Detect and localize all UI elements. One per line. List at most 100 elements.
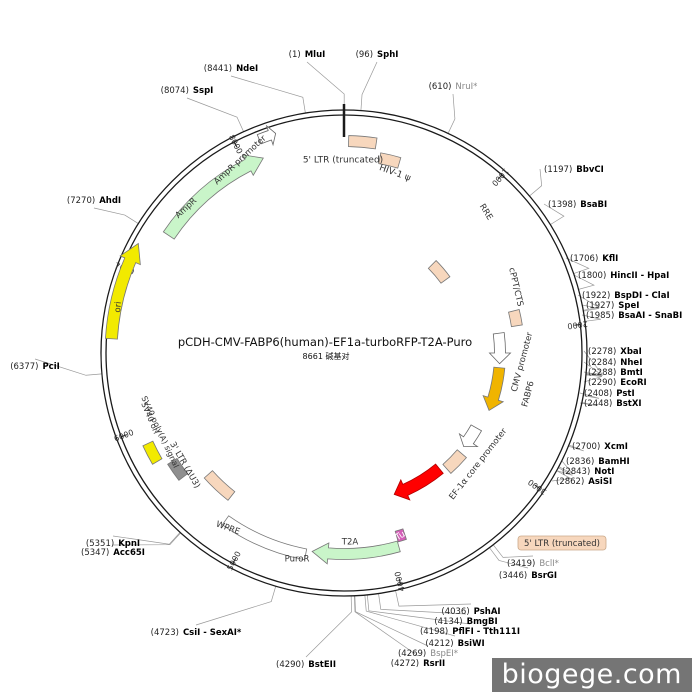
enzyme-leader-line	[112, 532, 181, 545]
feature-label-fabp6: FABP6	[520, 380, 536, 408]
enzyme-position: (2284)	[588, 358, 616, 368]
enzyme-position: (4212)	[425, 639, 453, 649]
enzyme-leader-line	[579, 402, 598, 407]
enzyme-name: BstEII	[308, 660, 336, 670]
enzyme-leader-line	[93, 207, 139, 224]
enzyme-position: (2408)	[584, 389, 612, 399]
scale-tick-3000	[534, 484, 540, 489]
enzyme-name: BsaAI - SnaBI	[618, 311, 682, 321]
scale-tick-label: 5000	[225, 550, 242, 572]
enzyme-name: HincII - HpaI	[610, 271, 669, 281]
enzyme-leader-line	[543, 203, 565, 225]
enzyme-position: (1197)	[544, 165, 572, 175]
enzyme-site-ndei: (8441) NdeI	[204, 64, 258, 74]
feature-label-turborfp: TurboRFP	[393, 513, 435, 543]
enzyme-site-sphi: (96)SphI	[356, 50, 399, 60]
feature-rre	[427, 259, 451, 284]
enzyme-site-nhei: (2284)NheI	[588, 358, 642, 368]
enzyme-name: BmtI	[620, 368, 643, 378]
enzyme-site-spei: (1927)SpeI	[586, 301, 639, 311]
plasmid-size: 8661 碱基对	[303, 351, 350, 361]
feature-5-ltr-truncated	[442, 449, 467, 474]
scale-tick-4000	[398, 578, 402, 585]
feature-label-t2a: T2A	[341, 538, 359, 548]
scale-tick-label: 4000	[393, 570, 407, 592]
enzyme-site-bsiwi: (4212) BsiWI	[425, 639, 484, 649]
feature-label-ori: ori	[113, 301, 124, 313]
enzyme-leader-line	[583, 371, 603, 377]
enzyme-leader-line	[230, 75, 306, 114]
enzyme-site-bsabi: (1398) BsaBI	[548, 200, 607, 210]
enzyme-leader-line	[305, 595, 352, 658]
enzyme-position: (2836)	[566, 457, 594, 467]
enzyme-leader-line	[186, 97, 244, 132]
feature-sv40-ori	[142, 440, 163, 465]
enzyme-name: PflFI - Tth111I	[452, 627, 520, 637]
plasmid-title: pCDH-CMV-FABP6(human)-EF1a-turboRFP-T2A-…	[178, 335, 472, 349]
enzyme-name: PshAI	[474, 607, 501, 617]
feature-t2a	[394, 528, 407, 543]
enzyme-leader-line	[581, 314, 601, 322]
enzyme-name: RsrII	[423, 659, 445, 669]
enzyme-site-bcli: (3419)BclI*	[507, 559, 559, 569]
enzyme-site-hincii-hpai: (1800) HincII - HpaI	[578, 271, 669, 281]
enzyme-leader-line	[364, 595, 456, 637]
enzyme-site-mlui: (1)MluI	[289, 50, 326, 60]
scale-tick-1000	[497, 174, 503, 180]
scale-tick-5000	[232, 557, 237, 564]
feature-label-5-ltr-truncated: 5' LTR (truncated)	[303, 156, 383, 166]
scale-tick-6000	[121, 434, 128, 438]
feature-ef-1-core-promoter	[458, 424, 483, 448]
enzyme-site-bamhi: (2836) BamHI	[566, 457, 630, 467]
feature-callout-box	[517, 535, 607, 551]
enzyme-site-pflfi-tth111i: (4198)PflFI - Tth111I	[420, 627, 520, 637]
enzyme-leader-line	[583, 350, 603, 375]
feature-ori	[105, 242, 141, 340]
enzyme-name: NdeI	[236, 64, 258, 74]
enzyme-leader-line	[577, 294, 600, 311]
enzyme-labels: (1)MluI(96)SphI(610)NruI*(1197)BbvCI(139…	[10, 50, 682, 670]
enzyme-name: BspDI - ClaI	[614, 291, 669, 301]
enzyme-leader-line	[558, 460, 574, 475]
enzyme-name: BamHI	[598, 457, 629, 467]
enzyme-position: (8441)	[204, 64, 232, 74]
enzyme-site-noti: (2843)NotI	[562, 467, 614, 477]
enzyme-position: (1985)	[586, 311, 614, 321]
enzyme-position: (7270)	[67, 196, 95, 206]
enzyme-site-psti: (2408)PstI	[584, 389, 635, 399]
enzyme-site-kfli: (1706)KflI	[570, 254, 618, 264]
enzyme-site-bsrgi: (3446)BsrGI	[499, 571, 557, 581]
enzyme-name: BsiWI	[458, 639, 485, 649]
enzyme-name: SspI	[193, 86, 213, 96]
enzyme-position: (1706)	[570, 254, 598, 264]
enzyme-site-sspi: (8074) SspI	[161, 86, 214, 96]
enzyme-position: (4036)	[441, 607, 469, 617]
feature-cppt-cts	[508, 309, 523, 328]
enzyme-leader-line	[579, 392, 600, 399]
enzyme-site-kpni: (5351)KpnI	[86, 539, 140, 549]
enzyme-site-pcii: (6377)PciI	[10, 362, 60, 372]
feature-label-cppt-cts: cPPT/CTS	[506, 267, 525, 308]
enzyme-name: BsaBI	[580, 200, 607, 210]
enzyme-position: (8074)	[161, 86, 189, 96]
enzyme-leader-lines	[34, 61, 604, 658]
feature-label-puror: PuroR	[285, 555, 310, 565]
enzyme-name: AhdI	[99, 196, 121, 206]
feature-label-callout: 5' LTR (truncated)	[524, 539, 600, 549]
feature-cmv-promoter	[488, 332, 512, 365]
feature-wpre	[221, 515, 308, 561]
enzyme-position: (6377)	[10, 362, 38, 372]
enzyme-leader-line	[360, 61, 378, 111]
enzyme-leader-line	[573, 274, 595, 290]
scale-tick-label: 2000	[567, 319, 588, 330]
enzyme-leader-line	[565, 257, 590, 274]
enzyme-site-ahdi: (7270) AhdI	[67, 196, 121, 206]
enzyme-site-bmti: (2288)BmtI	[588, 368, 643, 378]
feature-label-rre: RRE	[477, 202, 495, 222]
enzyme-position: (5347)	[81, 548, 109, 558]
enzyme-position: (1800)	[578, 271, 606, 281]
enzyme-name: SpeI	[618, 301, 639, 311]
enzyme-position: (1398)	[548, 200, 576, 210]
enzyme-name: CsiI - SexAI*	[183, 628, 242, 638]
